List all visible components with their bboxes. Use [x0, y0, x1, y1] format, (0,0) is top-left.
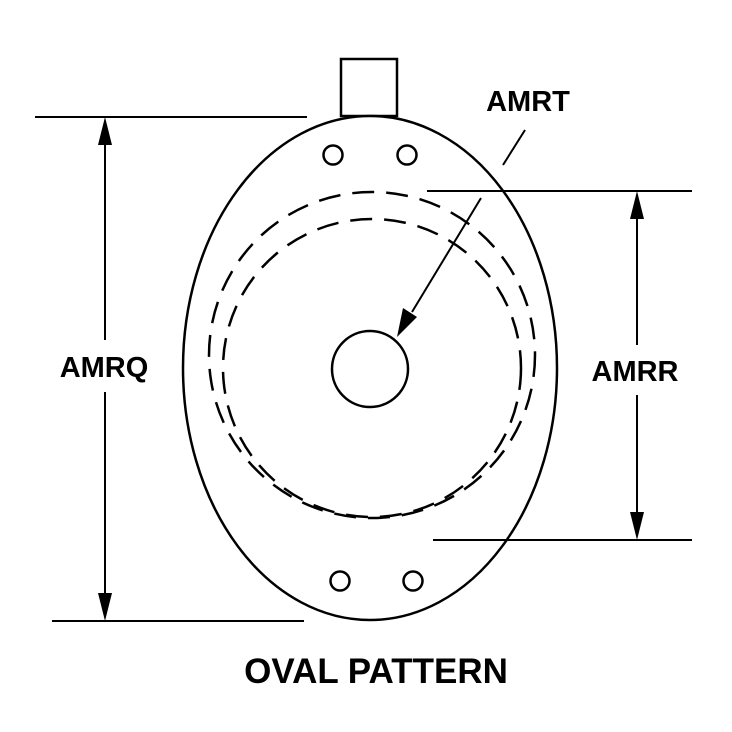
amrq-top-arrowhead [98, 117, 112, 145]
amrt-leader [397, 129, 526, 337]
amrt-arrowhead [397, 308, 417, 337]
top-tab [339, 57, 399, 118]
amrr-label: AMRR [592, 356, 679, 388]
mounting-hole-top-right [396, 144, 418, 166]
outer-dashed-circle [207, 190, 537, 520]
amrr-top-arrowhead [630, 191, 644, 219]
amrq-label: AMRQ [60, 352, 149, 384]
mounting-hole-bottom-left [329, 570, 351, 592]
mounting-hole-top-left [322, 144, 344, 166]
amrr-bottom-arrowhead [630, 512, 644, 540]
mounting-hole-bottom-right [402, 570, 424, 592]
amrt-label: AMRT [486, 86, 570, 118]
inner-dashed-circle [221, 217, 523, 519]
amrq-bottom-arrowhead [98, 593, 112, 621]
amrq-dimension [35, 116, 307, 622]
diagram-caption: OVAL PATTERN [244, 652, 508, 691]
amrt-leader-line-lower [411, 197, 482, 313]
center-hole [330, 329, 410, 409]
amrt-leader-line-upper [502, 129, 526, 166]
amrr-dimension [427, 190, 692, 541]
